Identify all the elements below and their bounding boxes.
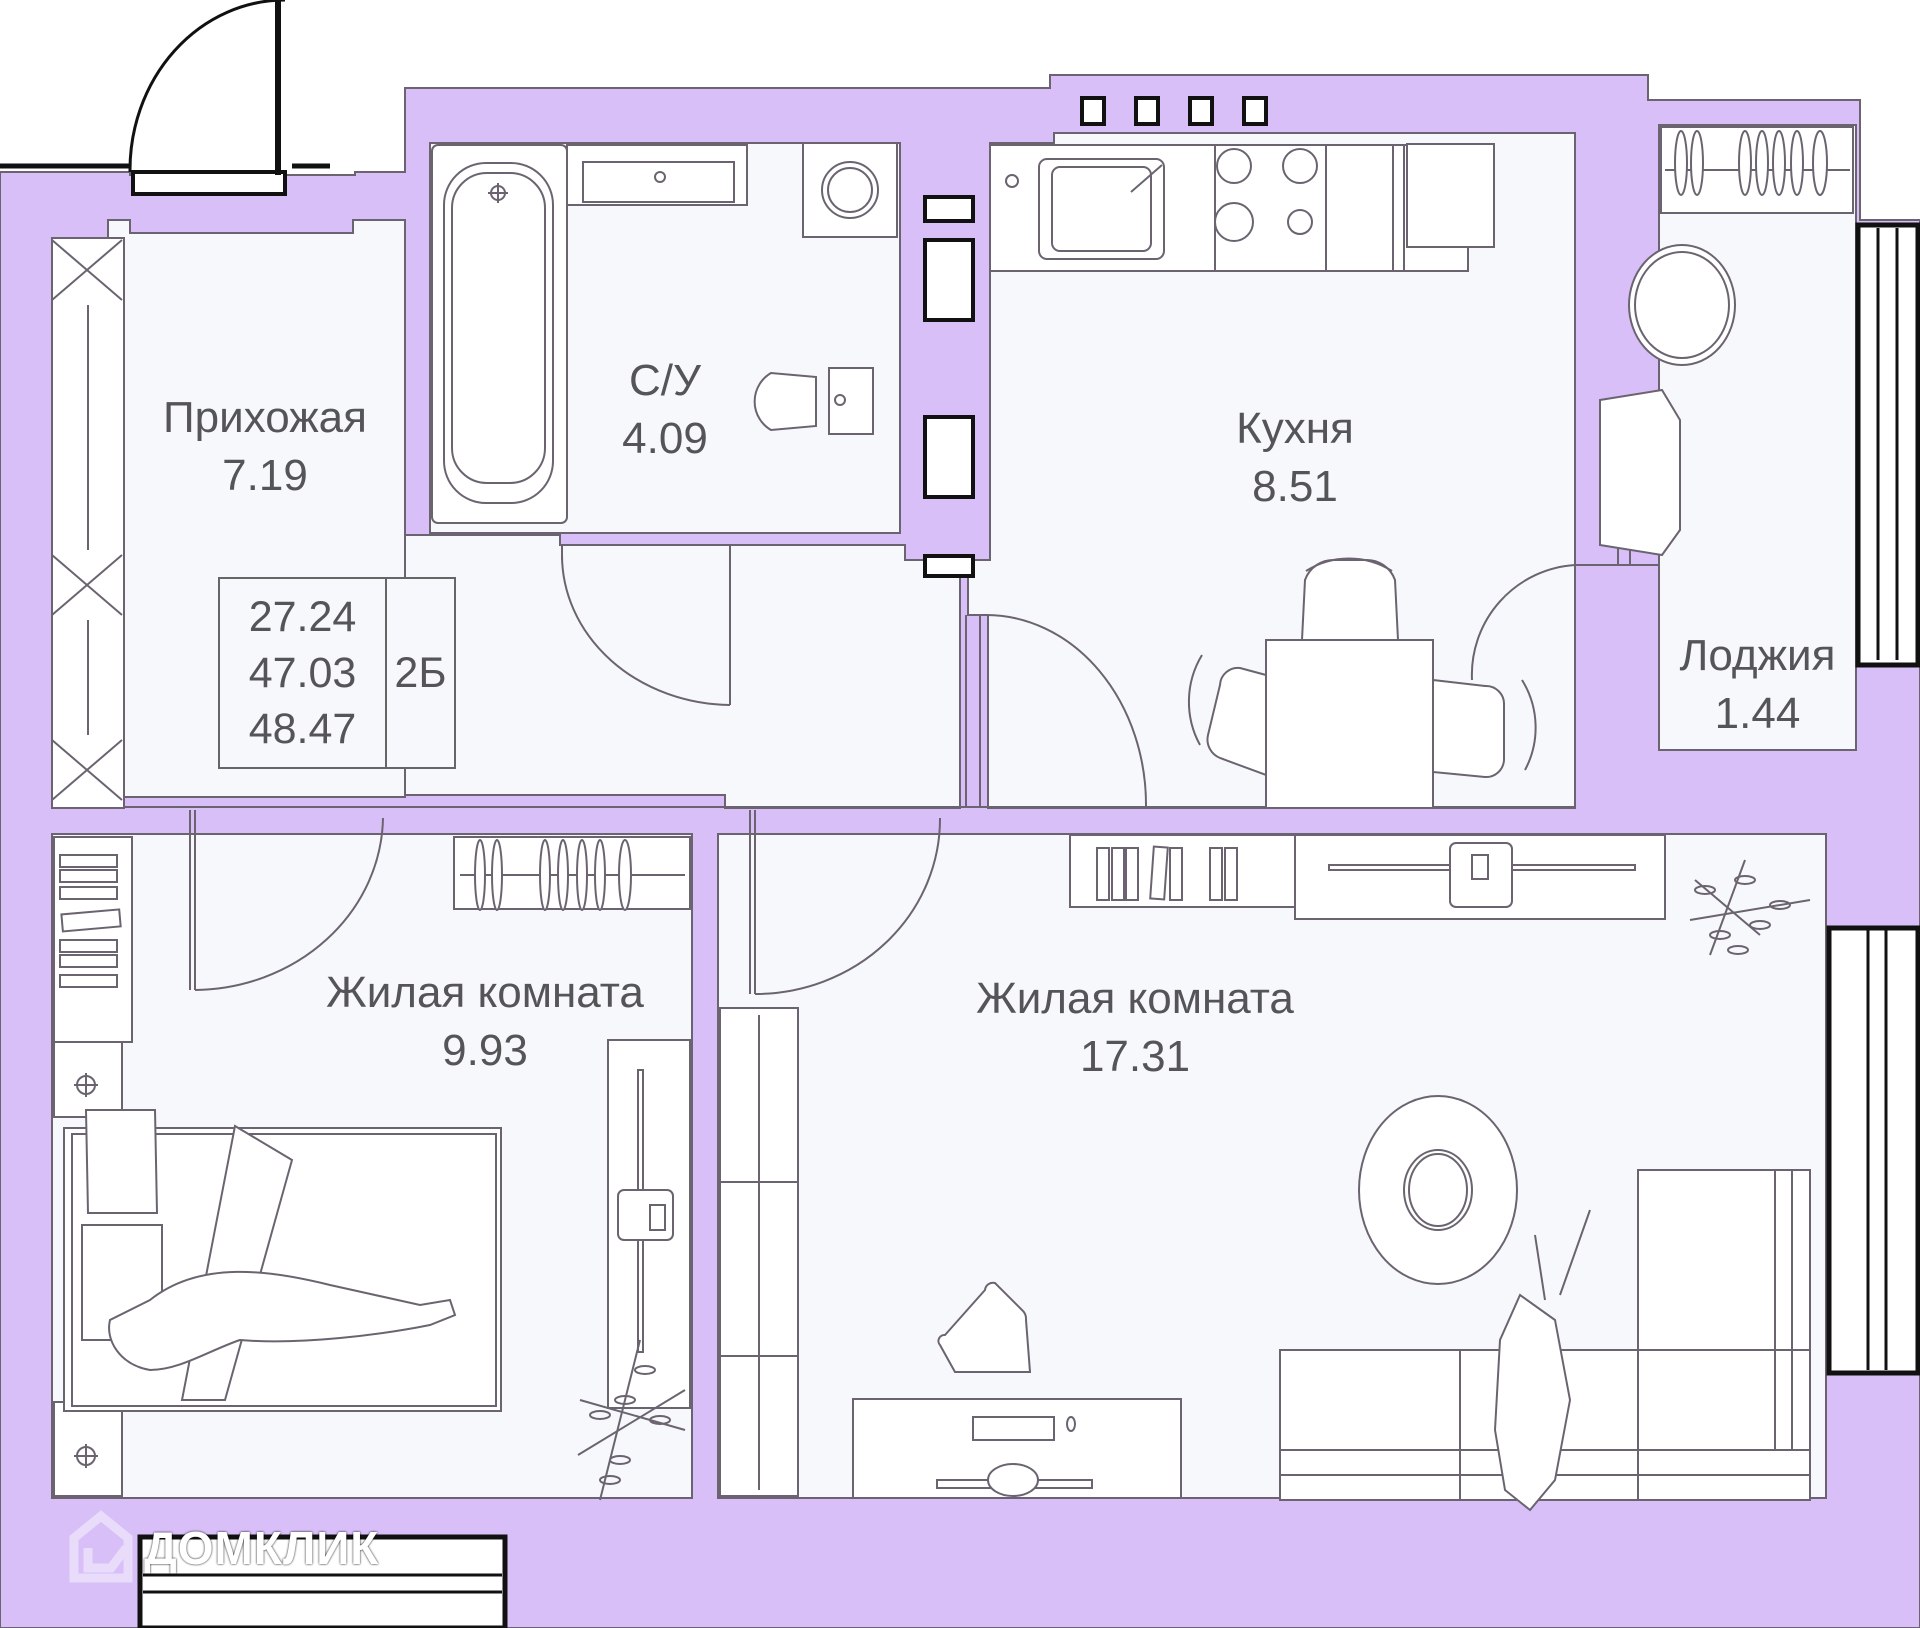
ventilation-shafts (923, 96, 1268, 578)
total-with-loggia-value: 48.47 (248, 705, 357, 753)
bathtub (431, 144, 568, 524)
area-values: 27.24 47.03 48.47 (220, 579, 387, 767)
room-label-bedroom: Жилая комната 9.93 (290, 964, 680, 1080)
room-area: 1.44 (1714, 689, 1801, 738)
living-plant (1689, 859, 1811, 956)
bedroom-door (189, 810, 384, 991)
living-area-value: 27.24 (248, 593, 357, 641)
windows (137, 222, 1920, 1628)
living-door (749, 810, 942, 995)
bedroom-plant (577, 1339, 686, 1501)
hallway-wardrobe (51, 237, 125, 809)
room-area: 8.51 (1252, 462, 1338, 511)
room-label-bathroom: С/У 4.09 (590, 352, 740, 468)
kitchen-door (965, 614, 1148, 808)
bathroom-door (561, 545, 731, 706)
room-name: Кухня (1236, 404, 1354, 453)
living-furniture (719, 834, 1811, 1512)
room-label-kitchen: Кухня 8.51 (1195, 400, 1395, 516)
room-area: 4.09 (622, 414, 708, 463)
dining-set (1187, 557, 1537, 809)
room-label-living: Жилая комната 17.31 (940, 970, 1330, 1086)
room-name: Жилая комната (976, 974, 1294, 1023)
kitchen-counter (989, 143, 1495, 272)
domclick-logo-icon (69, 1510, 133, 1583)
room-name: Лоджия (1679, 631, 1836, 680)
room-area: 17.31 (1079, 1032, 1191, 1081)
bedroom-furniture (53, 836, 691, 1497)
washing-machine (802, 142, 898, 238)
total-area-value: 47.03 (248, 649, 357, 697)
room-label-hallway: Прихожая 7.19 (150, 389, 380, 505)
area-summary-box: 27.24 47.03 48.47 2Б (218, 577, 456, 769)
loggia-furniture (1599, 126, 1854, 557)
room-label-loggia: Лоджия 1.44 (1660, 627, 1855, 743)
room-name: С/У (629, 356, 701, 405)
entrance-door (0, 0, 330, 196)
room-name: Жилая комната (326, 968, 644, 1017)
room-area: 7.19 (222, 451, 308, 500)
watermark-text: ДОМКЛИК (144, 1522, 380, 1574)
washbasin (566, 144, 748, 206)
apartment-type: 2Б (394, 648, 447, 697)
room-name: Прихожая (163, 393, 367, 442)
toilet (753, 367, 874, 435)
domclick-watermark: ДОМКЛИК (66, 1508, 379, 1588)
room-area: 9.93 (442, 1026, 528, 1075)
